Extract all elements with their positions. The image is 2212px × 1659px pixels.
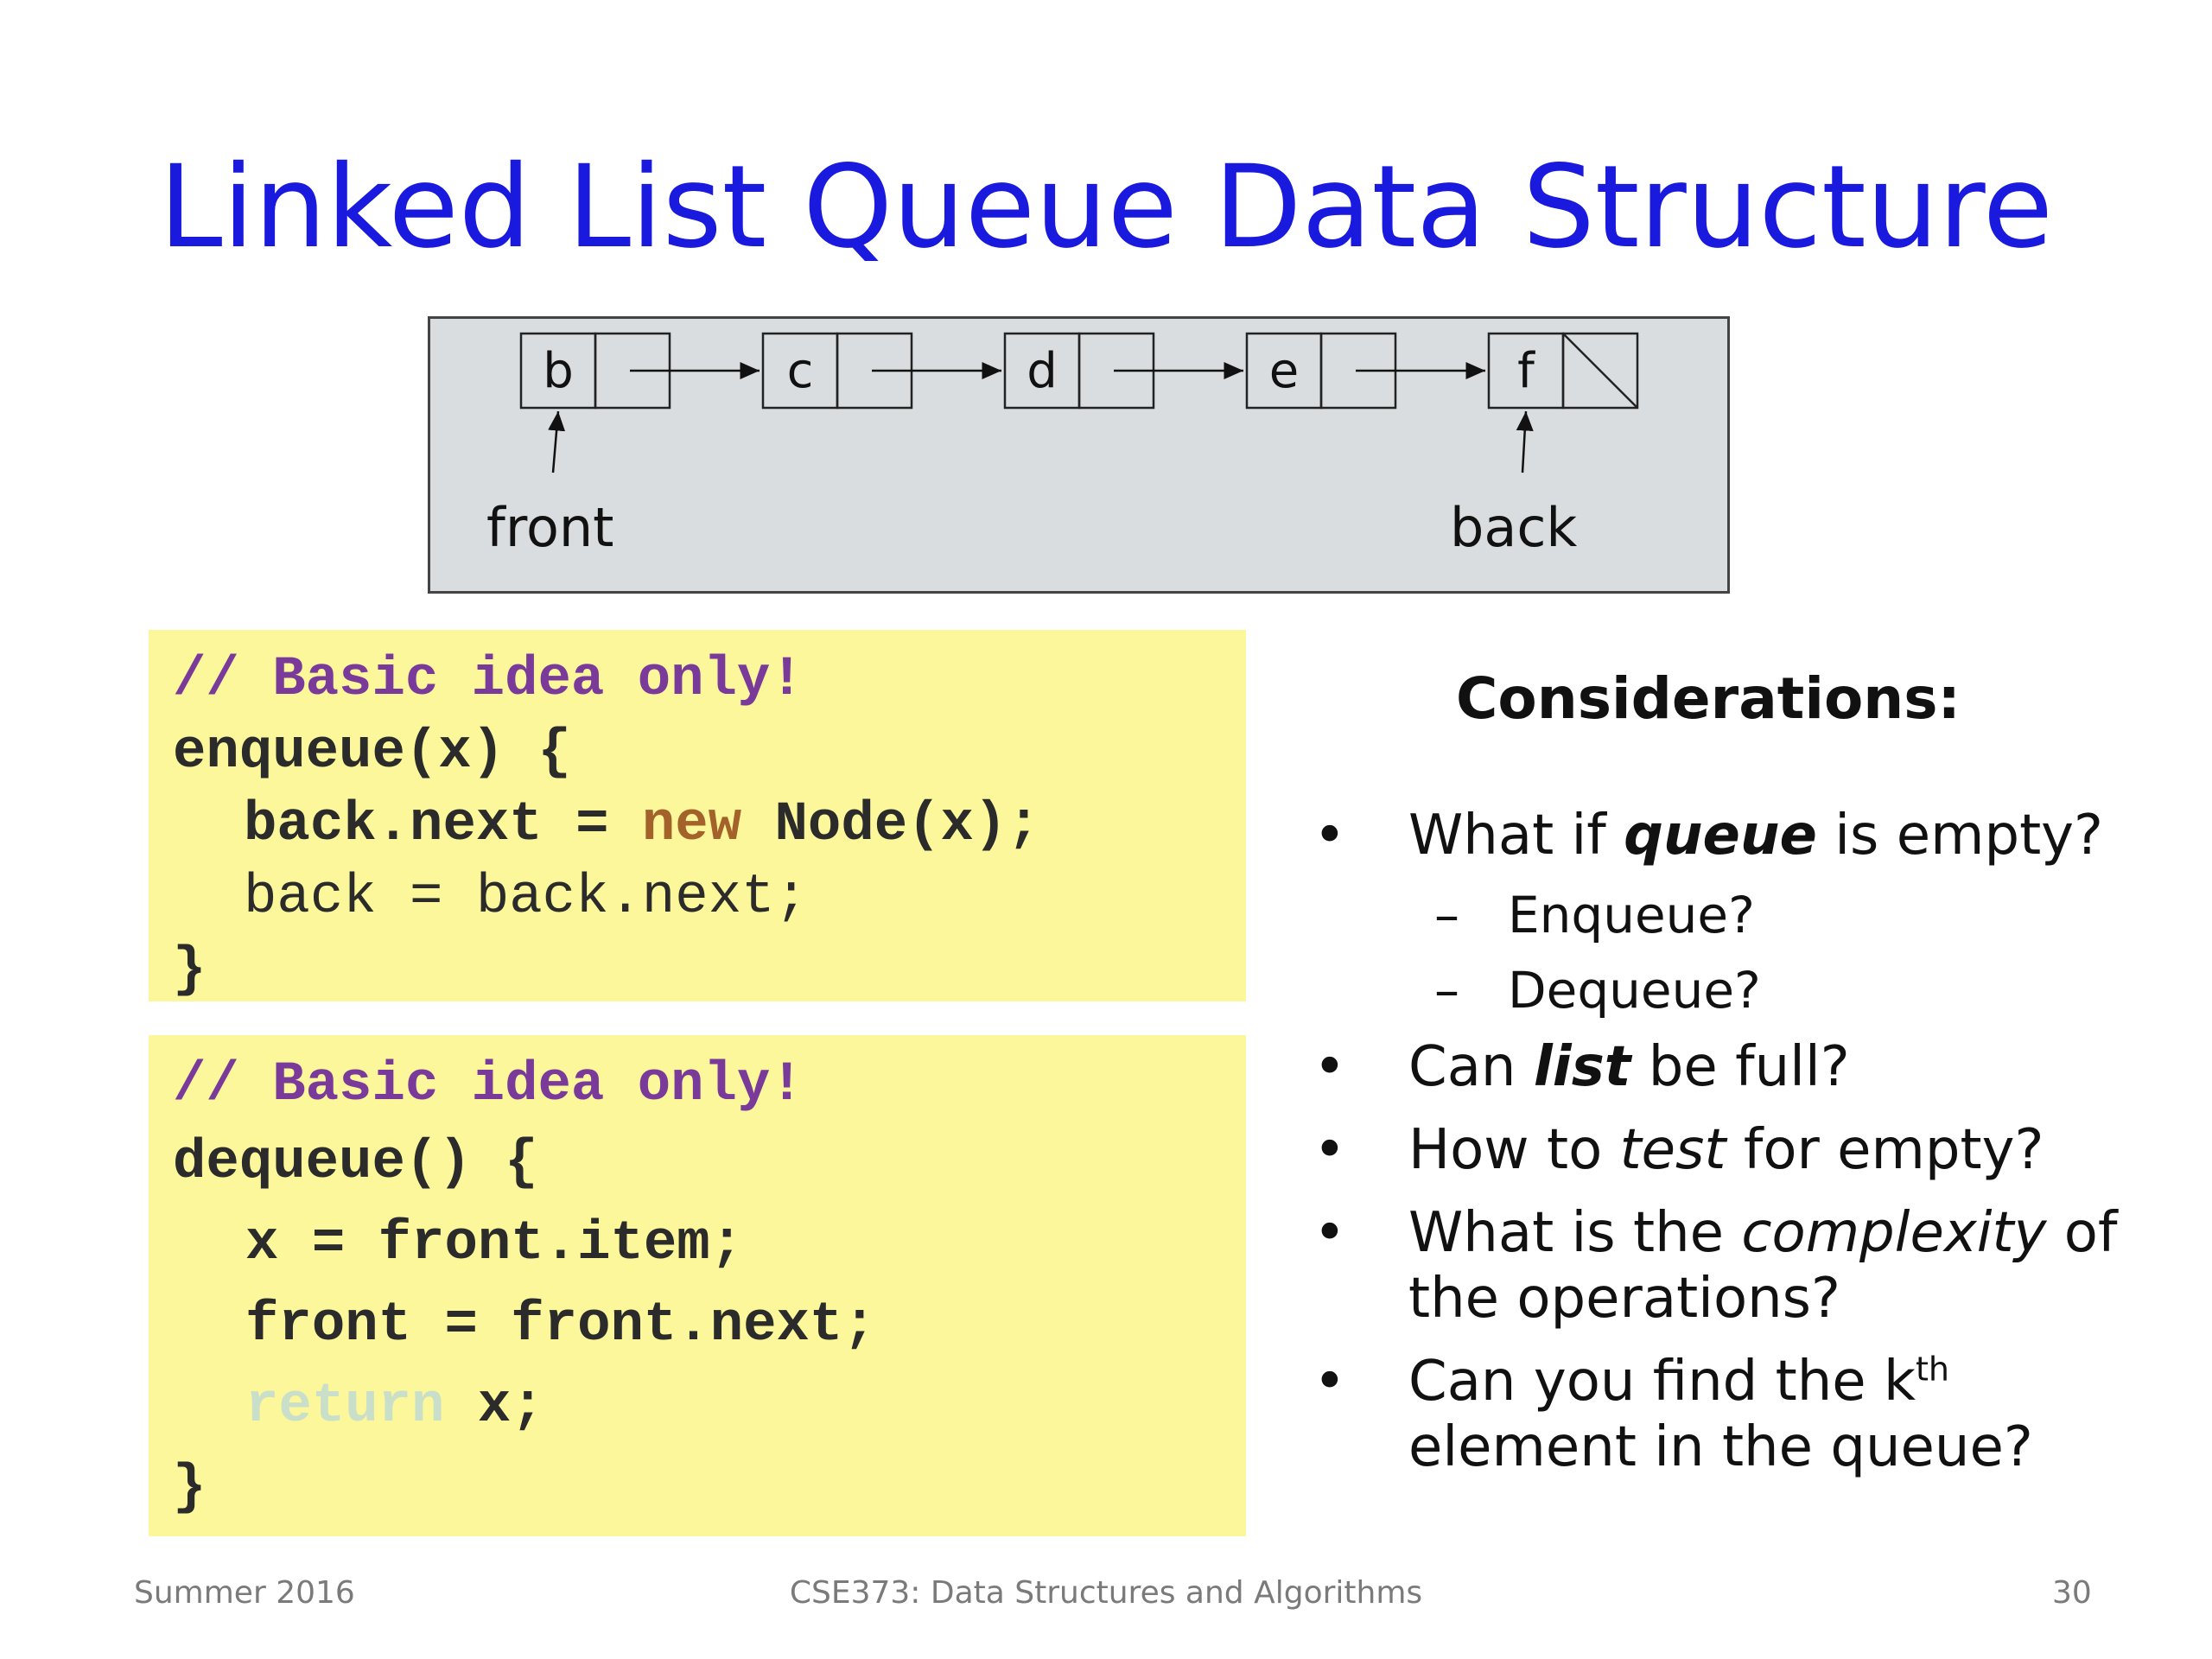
bullet-dot: •: [1313, 1118, 1346, 1182]
enqueue-close-brace: }: [173, 939, 207, 1001]
dequeue-close-brace: }: [173, 1457, 207, 1519]
back-label: back: [1450, 496, 1578, 559]
null-slash: [1562, 333, 1638, 409]
linked-list-svg: b c d e f: [519, 332, 1639, 474]
dequeue-code-block: // Basic idea only! dequeue() { x = fron…: [149, 1035, 1246, 1536]
node-value-label: e: [1269, 343, 1299, 399]
back-pointer-arrow: [1516, 410, 1534, 474]
front-label: front: [486, 496, 614, 559]
node-value-label: d: [1027, 343, 1058, 399]
enqueue-signature: enqueue(x) {: [173, 721, 571, 784]
dequeue-line-1: x = front.item;: [245, 1213, 744, 1275]
dequeue-line-3: return x;: [245, 1376, 544, 1438]
bullet-dot: •: [1313, 804, 1346, 868]
node-next-cell: [1561, 332, 1639, 410]
front-pointer-arrow: [548, 410, 566, 474]
dequeue-comment: // Basic idea only!: [173, 1054, 804, 1116]
slide-title: Linked List Queue Data Structure: [158, 141, 2054, 274]
node-value-label: c: [787, 343, 814, 399]
bullet-dot: •: [1313, 1035, 1346, 1099]
node-value-label: b: [543, 343, 574, 399]
enqueue-code-block: // Basic idea only! enqueue(x) { back.ne…: [149, 630, 1246, 1001]
footer-date: Summer 2016: [134, 1575, 355, 1611]
node-value-label: f: [1517, 343, 1535, 399]
footer-page-number: 30: [2052, 1575, 2092, 1611]
enqueue-line-1: back.next = new Node(x);: [244, 794, 1040, 856]
enqueue-line-2: back = back.next;: [244, 867, 808, 929]
considerations-title: Considerations:: [1456, 665, 1961, 732]
new-keyword: new: [641, 794, 742, 856]
bullet-dot: •: [1313, 1201, 1346, 1265]
linked-list-diagram: b c d e f front back: [428, 316, 1730, 594]
return-keyword: return: [245, 1376, 445, 1438]
dequeue-line-2: front = front.next;: [245, 1294, 876, 1357]
bullet-dot: •: [1313, 1350, 1346, 1414]
footer-course: CSE373: Data Structures and Algorithms: [789, 1575, 1423, 1611]
enqueue-comment: // Basic idea only!: [173, 649, 804, 711]
dequeue-signature: dequeue() {: [173, 1132, 538, 1194]
